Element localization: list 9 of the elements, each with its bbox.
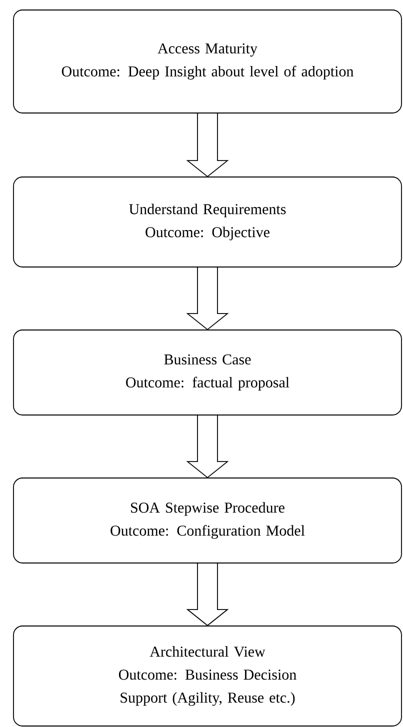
process-box: Business Case Outcome: factual proposal [13,330,402,416]
process-box: Understand Requirements Outcome: Objective [13,176,402,268]
block-arrow [186,563,229,626]
process-box: Architectural View Outcome: Business Decision Support (Agility, Reuse etc.) [13,626,402,726]
process-box: Access Maturity Outcome: Deep Insight about level of adoption [13,10,402,114]
process-box: SOA Stepwise Procedure Outcome: Configuration Model [13,478,402,564]
block-arrow [186,113,229,178]
block-arrow [186,415,229,478]
block-arrow [186,267,229,330]
